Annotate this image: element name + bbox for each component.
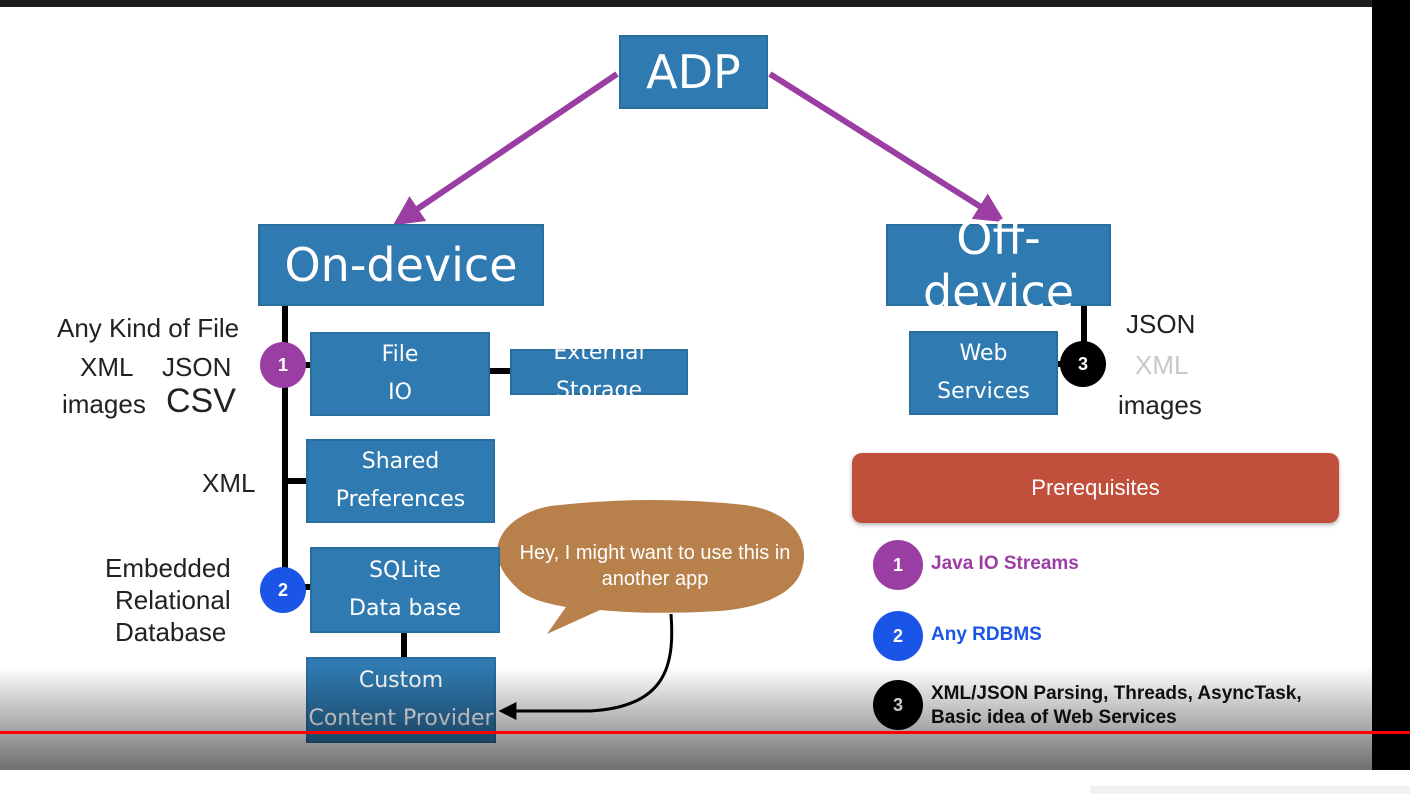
label-csv: CSV bbox=[166, 382, 236, 420]
speech-bubble-text: Hey, I might want to use this in another… bbox=[519, 542, 791, 590]
shared-preferences-box: Shared Preferences bbox=[306, 439, 495, 523]
top-bar bbox=[0, 0, 1410, 7]
circle-2: 2 bbox=[260, 567, 306, 613]
label-any-kind-of-file: Any Kind of File bbox=[57, 313, 240, 343]
video-progress-bar[interactable] bbox=[0, 731, 1410, 734]
label-shared-xml: XML bbox=[202, 468, 256, 498]
circle-3: 3 bbox=[1060, 341, 1106, 387]
label-off-json: JSON bbox=[1126, 309, 1196, 339]
right-letterbox bbox=[1372, 0, 1410, 770]
player-bottom-gray bbox=[1090, 786, 1410, 794]
prereq-item-3: XML/JSON Parsing, Threads, AsyncTask, Ba… bbox=[931, 683, 1302, 728]
circle-1: 1 bbox=[260, 342, 306, 388]
prereq-item-2: Any RDBMS bbox=[931, 624, 1042, 645]
label-relational: Relational bbox=[115, 585, 231, 615]
prereq-item-1: Java IO Streams bbox=[931, 553, 1079, 574]
label-off-xml: XML bbox=[1135, 350, 1189, 380]
prereq-circle-2: 2 bbox=[873, 611, 923, 661]
label-off-images: images bbox=[1118, 390, 1202, 420]
arrow-to-on-device bbox=[393, 71, 619, 226]
label-images: images bbox=[62, 389, 146, 419]
prerequisites-banner: Prerequisites bbox=[852, 453, 1339, 523]
speech-bubble-shape bbox=[497, 500, 805, 634]
external-storage-box: External Storage bbox=[510, 340, 688, 403]
adp-box: ADP bbox=[619, 35, 768, 109]
arrow-to-off-device bbox=[768, 71, 1006, 223]
prereq-circle-3: 3 bbox=[873, 680, 923, 730]
on-device-box: On-device bbox=[258, 224, 544, 306]
sqlite-box: SQLite Data base bbox=[310, 547, 500, 633]
callout-arrow bbox=[498, 613, 674, 720]
label-json: JSON bbox=[162, 352, 232, 382]
label-embedded: Embedded bbox=[105, 553, 231, 583]
file-io-box: File IO bbox=[310, 332, 490, 416]
label-xml: XML bbox=[80, 352, 134, 382]
prereq-circle-1: 1 bbox=[873, 540, 923, 590]
slide: ADP On-device Off-device File IO Externa… bbox=[0, 7, 1372, 770]
off-device-box: Off-device bbox=[886, 211, 1111, 319]
label-database: Database bbox=[115, 617, 227, 647]
web-services-box: Web Services bbox=[909, 331, 1058, 415]
